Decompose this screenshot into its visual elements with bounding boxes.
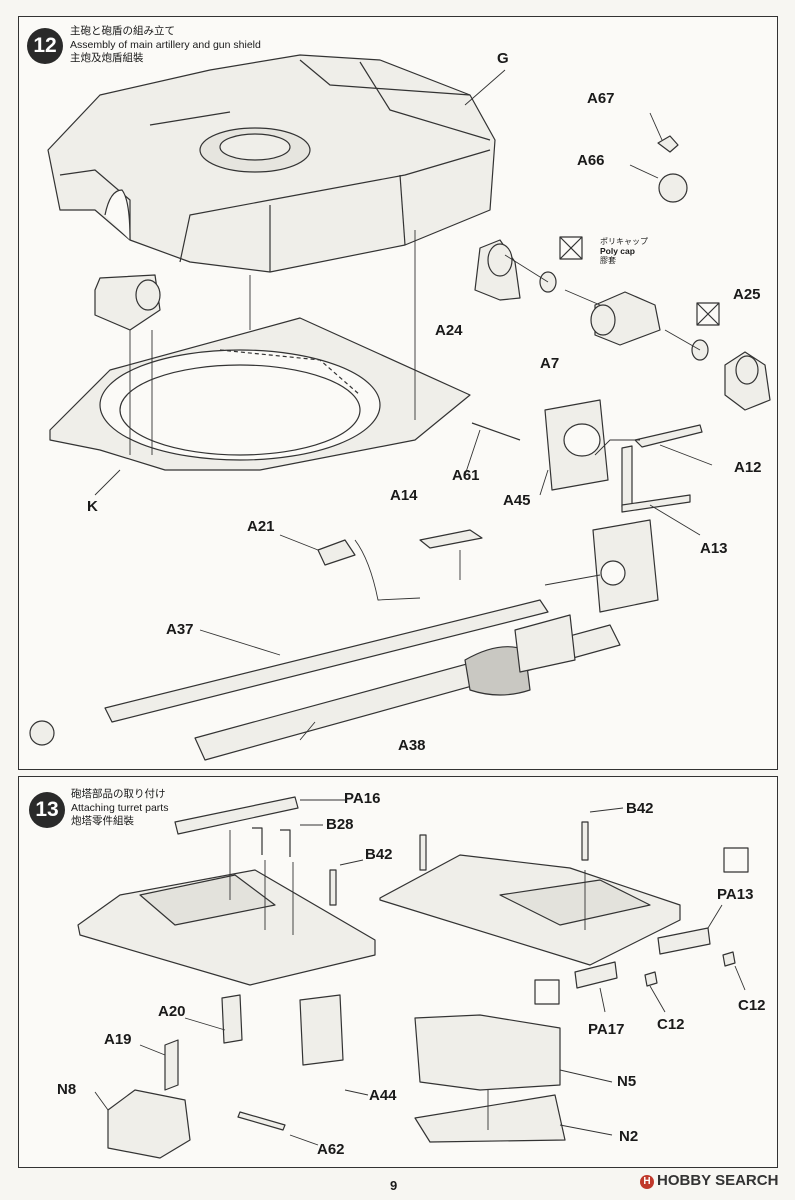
label-a44: A44: [369, 1087, 397, 1104]
label-n2: N2: [619, 1128, 639, 1145]
leader-lines-13: [94, 799, 746, 1146]
stowage-box-n5: [414, 1014, 561, 1091]
label-pa16: PA16: [344, 790, 381, 807]
label-b28: B28: [326, 816, 354, 833]
step-12-title-jp: 主砲と砲盾の組み立て: [70, 25, 175, 37]
label-a45: A45: [503, 492, 531, 509]
side-plates: [574, 927, 736, 989]
gun-shield-a45: [544, 399, 609, 491]
label-c12-right: C12: [738, 997, 766, 1014]
label-a25: A25: [733, 286, 761, 303]
rear-box-n8: [107, 1089, 191, 1159]
rack-parts-a19-a20-a44-a62: [164, 994, 344, 1131]
paint-markers: [534, 847, 749, 1005]
label-a61: A61: [452, 467, 480, 484]
mount-a25: [724, 351, 771, 411]
polycap-en: Poly cap: [600, 245, 635, 256]
polycap-cn: 膠套: [600, 256, 616, 265]
barrel-a61: [471, 422, 521, 441]
label-a37: A37: [166, 621, 194, 638]
step-13-title-jp: 砲塔部品の取り付け: [71, 788, 166, 800]
label-c12-mid: C12: [657, 1016, 685, 1033]
watermark-text: HOBBY SEARCH: [657, 1172, 779, 1189]
label-a67: A67: [587, 90, 615, 107]
step-13-title-cn: 炮塔零件組裝: [71, 815, 134, 827]
mantlet: [592, 519, 659, 613]
periscope-a66-a67: [657, 135, 688, 203]
step-12-badge: 12: [27, 28, 63, 64]
label-n8: N8: [57, 1081, 77, 1098]
leader-lines-12: [94, 69, 713, 741]
label-pa17: PA17: [588, 1021, 625, 1038]
step-12-title-en: Assembly of main artillery and gun shiel…: [70, 38, 261, 51]
label-b42-right: B42: [626, 800, 654, 817]
label-k: K: [87, 498, 98, 515]
label-n5: N5: [617, 1073, 637, 1090]
polycap-note: ポリキャップ Poly cap 膠套: [600, 237, 648, 266]
main-gun-barrel: [29, 599, 621, 761]
label-a38: A38: [398, 737, 426, 754]
side-rail-pa16: [174, 796, 299, 835]
mount-left: [94, 274, 161, 331]
turret-ring-base-k: [49, 317, 471, 471]
breech-parts: [317, 529, 483, 566]
turret-part-g: [47, 54, 496, 273]
label-a24: A24: [435, 322, 463, 339]
antennas: [329, 821, 589, 906]
label-a12: A12: [734, 459, 762, 476]
label-a20: A20: [158, 1003, 186, 1020]
hobby-search-logo-icon: H: [640, 1175, 654, 1189]
mount-a24: [474, 239, 521, 301]
label-b42-left: B42: [365, 846, 393, 863]
trunnion-a7: [590, 291, 661, 346]
frame-a12-a13: [621, 424, 703, 513]
stowage-rack-n2: [414, 1094, 566, 1143]
label-g: G: [497, 50, 509, 67]
turret-roof-right: [379, 854, 681, 966]
label-a62: A62: [317, 1141, 345, 1158]
step-13-badge: 13: [29, 792, 65, 828]
page-number: 9: [390, 1178, 398, 1193]
turret-roof-left: [77, 869, 376, 986]
label-a21: A21: [247, 518, 275, 535]
polycap-jp: ポリキャップ: [600, 237, 648, 246]
hand-holds-b28: [252, 827, 291, 857]
label-a13: A13: [700, 540, 728, 557]
label-a14: A14: [390, 487, 418, 504]
label-a19: A19: [104, 1031, 132, 1048]
step-12-title-cn: 主炮及炮盾組裝: [70, 52, 144, 64]
step-13-title-en: Attaching turret parts: [71, 801, 169, 814]
step-13-heading: 砲塔部品の取り付け Attaching turret parts 炮塔零件組裝: [71, 788, 168, 829]
step-12-heading: 主砲と砲盾の組み立て Assembly of main artillery an…: [70, 25, 261, 66]
label-a66: A66: [577, 152, 605, 169]
label-pa13: PA13: [717, 886, 754, 903]
label-a7: A7: [540, 355, 560, 372]
polycap-markers: [559, 236, 720, 326]
